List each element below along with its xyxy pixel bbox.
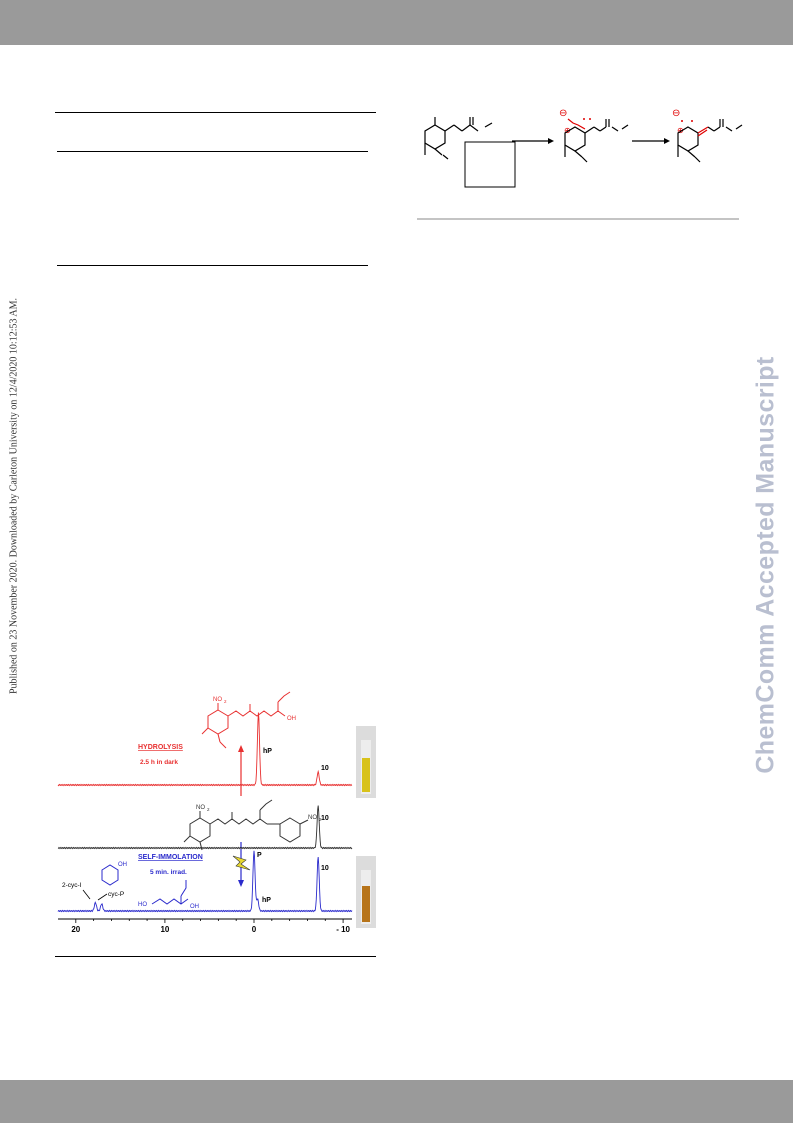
svg-text:HO: HO — [138, 902, 147, 908]
svg-text:⊕: ⊕ — [564, 126, 571, 135]
footer-band — [0, 1080, 793, 1123]
svg-text:OH: OH — [190, 904, 199, 910]
reaction-scheme: ⊖ ⊕ ⊖ ⊕ — [424, 108, 743, 188]
nmr-figure: NO 2 OH NO 2 NO 2 OH HO OH — [57, 691, 376, 934]
svg-text:OH: OH — [118, 862, 127, 868]
ppm-tick-label: 20 — [71, 925, 80, 934]
header-band — [0, 0, 793, 45]
nmr-spectrum-line-1 — [57, 805, 353, 850]
scheme-arrow-2 — [632, 138, 670, 144]
vial-hydrolysis — [356, 726, 376, 798]
figure-bottom-rule — [55, 956, 376, 957]
starting-material-structure: NO 2 NO 2 — [183, 799, 322, 851]
svg-text:⊖: ⊖ — [672, 108, 680, 119]
scheme-arrow-1 — [512, 138, 554, 144]
svg-text:NO: NO — [308, 815, 317, 821]
svg-text:NO: NO — [196, 805, 205, 811]
hydrolysis-label: HYDROLYSIS — [138, 744, 183, 751]
table-header-rule — [57, 151, 368, 152]
spectra-layer — [57, 712, 353, 913]
cyc-i-label: 2-cyc-I — [62, 882, 82, 889]
nmr-spectrum-line-0 — [57, 712, 353, 787]
ppm-tick-label: 10 — [160, 925, 169, 934]
svg-text:⊕: ⊕ — [677, 126, 684, 135]
ppm-axis: 20 10 0 - 10 — [58, 918, 352, 934]
svg-text:2: 2 — [319, 817, 322, 822]
hydrolysis-time-label: 2.5 h in dark — [140, 759, 178, 766]
self-immolation-products-structure: OH HO OH — [101, 862, 199, 910]
scheme-molecule-2: ⊖ ⊕ — [559, 108, 629, 163]
scheme-molecule-1 — [424, 117, 516, 188]
self-immolation-label: SELF-IMMOLATION — [138, 854, 203, 861]
hydrolysis-arrow — [238, 745, 244, 796]
svg-text:NO: NO — [213, 697, 222, 703]
irradiation-time-label: 5 min. irrad. — [150, 869, 187, 876]
ppm-tick-label: 0 — [252, 925, 257, 934]
scheme-bottom-rule — [417, 218, 739, 220]
scheme-molecule-3: ⊖ ⊕ — [672, 108, 743, 163]
svg-text:2: 2 — [207, 807, 210, 812]
nmr-spectrum-line-2 — [57, 850, 353, 913]
svg-text:OH: OH — [287, 716, 296, 722]
table-top-rule — [55, 112, 376, 113]
vial-self-immolation — [356, 856, 376, 928]
ppm-tick-label: - 10 — [336, 925, 350, 934]
svg-text:⊖: ⊖ — [559, 108, 567, 119]
cyc-p-label: cyc-P — [108, 891, 124, 898]
hydrolysis-product-structure: NO 2 OH — [201, 691, 296, 749]
table-bottom-rule — [57, 265, 368, 266]
svg-text:2: 2 — [224, 699, 227, 704]
light-bolt-icon — [232, 855, 251, 871]
